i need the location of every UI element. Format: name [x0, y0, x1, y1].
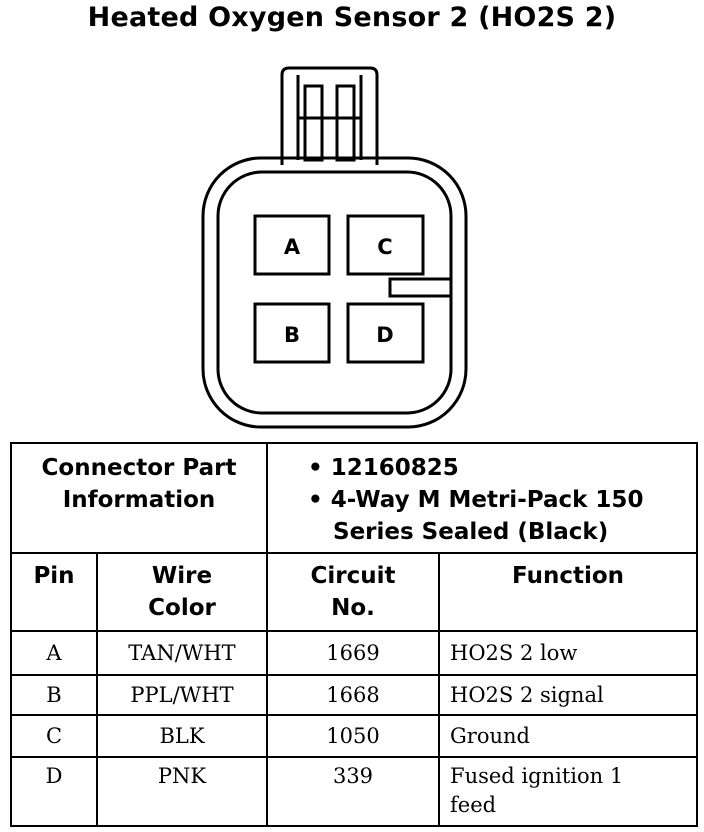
connector-face-diagram: A C B D — [201, 66, 468, 429]
connector-description: • 4-Way M Metri-Pack 150 — [308, 487, 644, 513]
pin-label-c: C — [377, 235, 392, 259]
table-row: B PPL/WHT 1668 HO2S 2 signal — [10, 674, 699, 716]
pin-label-d: D — [376, 323, 393, 347]
cell-pin: D — [10, 756, 98, 827]
cell-wire-color: BLK — [96, 714, 268, 758]
part-info-label: Connector Part Information — [10, 442, 268, 554]
cell-function: HO2S 2 signal — [437, 674, 699, 716]
pin-cavity-c — [346, 214, 425, 276]
column-header-row: Pin Wire Color Circuit No. Function — [10, 552, 699, 632]
part-number: • 12160825 — [308, 455, 459, 481]
cell-pin: A — [10, 630, 98, 676]
cell-circuit: 1050 — [266, 714, 440, 758]
cell-function: HO2S 2 low — [437, 630, 699, 676]
connector-keying-rib — [388, 277, 451, 298]
pin-label-b: B — [284, 323, 300, 347]
header-circuit-no: Circuit No. — [266, 552, 440, 632]
cell-circuit: 1668 — [266, 674, 440, 716]
connector-housing-outer — [201, 156, 468, 429]
table-row: C BLK 1050 Ground — [10, 714, 699, 758]
pin-label-a: A — [284, 235, 301, 259]
header-pin: Pin — [10, 552, 98, 632]
pin-cavity-d — [346, 302, 425, 364]
table-row: D PNK 339 Fused ignition 1 feed — [10, 756, 699, 827]
pin-cavity-a — [253, 214, 331, 276]
diagram-title: Heated Oxygen Sensor 2 (HO2S 2) — [87, 2, 617, 33]
cell-circuit: 339 — [266, 756, 440, 827]
cell-wire-color: TAN/WHT — [96, 630, 268, 676]
header-wire-color: Wire Color — [96, 552, 268, 632]
connector-description-cont: Series Sealed (Black) — [333, 519, 609, 545]
cell-wire-color: PNK — [96, 756, 268, 827]
cell-pin: C — [10, 714, 98, 758]
cell-function: Ground — [437, 714, 699, 758]
cell-wire-color: PPL/WHT — [96, 674, 268, 716]
pin-cavity-b — [253, 302, 331, 364]
table-row: A TAN/WHT 1669 HO2S 2 low — [10, 630, 699, 676]
connector-info-table: Connector Part Information • 12160825 • … — [10, 442, 699, 827]
part-info-details: • 12160825 • 4-Way M Metri-Pack 150 Seri… — [265, 442, 699, 554]
cell-pin: B — [10, 674, 98, 716]
connector-latch-tab — [280, 66, 379, 165]
connector-housing-inner — [216, 170, 453, 415]
header-function: Function — [437, 552, 699, 632]
cell-function: Fused ignition 1 feed — [437, 756, 699, 827]
part-info-row: Connector Part Information • 12160825 • … — [10, 442, 699, 554]
cell-circuit: 1669 — [266, 630, 440, 676]
